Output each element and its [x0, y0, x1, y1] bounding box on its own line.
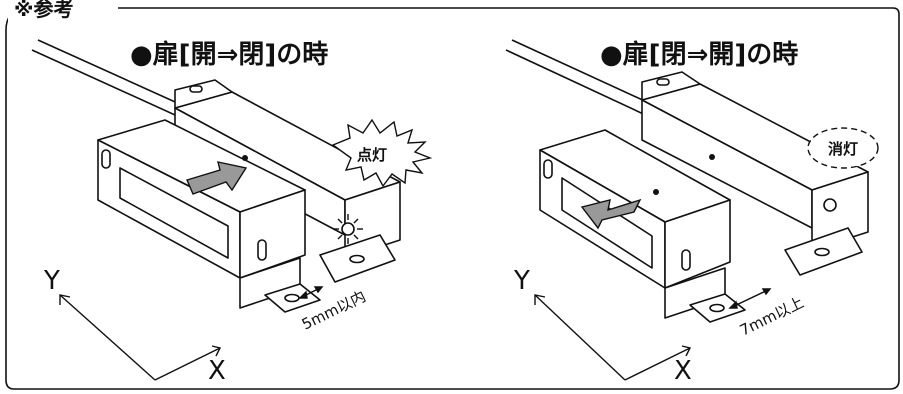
xy-axes: [59, 294, 222, 381]
starburst-icon: [331, 118, 433, 188]
position-mark: [709, 154, 715, 160]
sensor-closing-illustration: [31, 39, 401, 313]
position-mark: [242, 155, 248, 161]
axis-y-label: Y: [514, 266, 530, 296]
lamp-off-label: 消灯: [828, 140, 858, 158]
reference-frame-border: [5, 7, 900, 390]
gap-dimension-arrow: [298, 286, 324, 299]
lamp-on-label: 点灯: [357, 146, 387, 164]
axis-y-label: Y: [44, 266, 60, 296]
axis-x-label: X: [674, 356, 692, 386]
gap-dimension-arrow: [728, 288, 772, 309]
move-arrow-icon: [580, 198, 642, 230]
axis-x-label: X: [208, 356, 226, 386]
opening-heading: ●扉[閉⇒開]の時: [596, 34, 803, 71]
xy-axes: [534, 294, 692, 381]
unlit-oval-icon: [807, 127, 879, 169]
move-arrow-icon: [186, 161, 248, 195]
position-mark: [653, 189, 659, 195]
sensor-opening-illustration: [505, 39, 869, 323]
frame-title: ※参考: [8, 0, 80, 22]
lamp-glow-icon: [333, 214, 363, 244]
closing-heading: ●扉[開⇒閉]の時: [126, 34, 333, 71]
